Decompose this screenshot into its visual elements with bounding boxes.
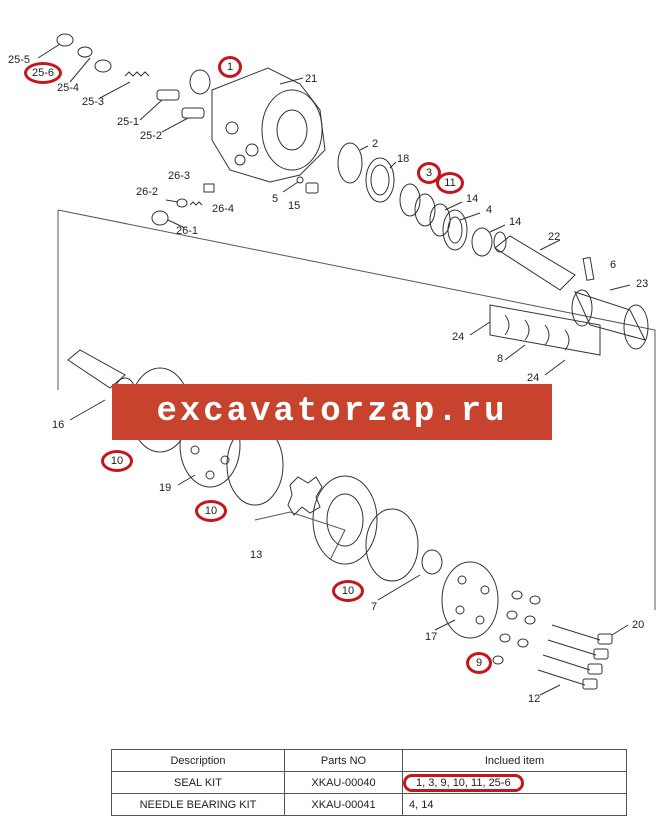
part-label-26-1: 26-1 bbox=[176, 225, 199, 237]
part-label-7: 7 bbox=[371, 601, 378, 613]
table-header-row: Description Parts NO Inclued item bbox=[111, 749, 627, 772]
cell-description: NEEDLE BEARING KIT bbox=[111, 793, 285, 816]
part-label-6: 6 bbox=[610, 259, 617, 271]
header-included-item: Inclued item bbox=[402, 749, 627, 772]
cell-included-items: 4, 14 bbox=[402, 793, 627, 816]
gerotor-13 bbox=[254, 475, 378, 565]
part-label-19: 19 bbox=[159, 482, 172, 494]
part-label-18: 18 bbox=[397, 153, 410, 165]
plates-24-8 bbox=[469, 304, 601, 376]
part-label-5: 5 bbox=[272, 193, 279, 205]
highlight-callout-10-middle: 10 bbox=[195, 500, 227, 522]
part-label-20: 20 bbox=[632, 619, 645, 631]
housing-21 bbox=[189, 67, 326, 183]
washer-7 bbox=[377, 549, 443, 601]
washers-9 bbox=[492, 590, 541, 665]
part-label-23: 23 bbox=[636, 278, 649, 290]
part-label-25-3: 25-3 bbox=[82, 96, 105, 108]
part-label-26-4: 26-4 bbox=[212, 203, 235, 215]
bolts-12-20 bbox=[537, 624, 629, 696]
watermark-banner: excavatorzap.ru bbox=[112, 384, 552, 440]
header-parts-no: Parts NO bbox=[284, 749, 403, 772]
seal-rings-2-18 bbox=[337, 142, 397, 203]
part-label-25-2: 25-2 bbox=[140, 130, 163, 142]
part-label-26-3: 26-3 bbox=[168, 170, 191, 182]
exploded-parts-diagram bbox=[37, 33, 656, 696]
part-26-group bbox=[151, 183, 215, 229]
part-label-8: 8 bbox=[497, 353, 504, 365]
part-label-22: 22 bbox=[548, 231, 561, 243]
highlight-callout-9: 9 bbox=[466, 652, 492, 674]
part-label-25-4: 25-4 bbox=[57, 82, 80, 94]
bearing-stack bbox=[399, 183, 506, 257]
table-row: SEAL KIT XKAU-00040 1, 3, 9, 10, 11, 25-… bbox=[111, 771, 627, 794]
cell-parts-no: XKAU-00040 bbox=[284, 771, 403, 794]
end-cap-17 bbox=[434, 561, 499, 639]
part-label-17: 17 bbox=[425, 631, 438, 643]
part-label-25-5: 25-5 bbox=[8, 54, 31, 66]
cell-description: SEAL KIT bbox=[111, 771, 285, 794]
highlight-included-items: 1, 3, 9, 10, 11, 25-6 bbox=[403, 773, 524, 792]
part-label-21: 21 bbox=[305, 73, 318, 85]
part-label-15: 15 bbox=[288, 200, 301, 212]
seal-kit-table: Description Parts NO Inclued item SEAL K… bbox=[111, 749, 627, 816]
part-label-4: 4 bbox=[486, 204, 493, 216]
sleeve-23 bbox=[571, 284, 649, 350]
cell-parts-no: XKAU-00041 bbox=[284, 793, 403, 816]
shaft-22 bbox=[493, 231, 595, 291]
part-5-15 bbox=[282, 176, 319, 194]
part-25-group bbox=[37, 33, 205, 133]
highlight-callout-10-upper: 10 bbox=[101, 450, 133, 472]
part-label-14-upper: 14 bbox=[466, 193, 479, 205]
part-label-24-lower: 24 bbox=[527, 372, 540, 384]
highlight-callout-1: 1 bbox=[218, 56, 242, 78]
highlight-callout-11: 11 bbox=[436, 172, 464, 194]
highlight-callout-3: 3 bbox=[417, 162, 441, 184]
table-row: NEEDLE BEARING KIT XKAU-00041 4, 14 bbox=[111, 793, 627, 816]
part-label-2: 2 bbox=[372, 138, 379, 150]
header-description: Description bbox=[111, 749, 285, 772]
part-label-26-2: 26-2 bbox=[136, 186, 159, 198]
highlight-callout-10-lower: 10 bbox=[332, 580, 364, 602]
part-label-25-1: 25-1 bbox=[117, 116, 140, 128]
seal-ring-10-lower bbox=[365, 508, 419, 582]
part-label-12: 12 bbox=[528, 693, 541, 705]
part-label-24-upper: 24 bbox=[452, 331, 465, 343]
part-label-13: 13 bbox=[250, 549, 263, 561]
highlight-callout-25-6: 25-6 bbox=[24, 62, 62, 84]
cell-included-items: 1, 3, 9, 10, 11, 25-6 bbox=[402, 771, 627, 794]
assembly-frame-line bbox=[57, 209, 656, 610]
part-label-16: 16 bbox=[52, 419, 65, 431]
part-label-14-lower: 14 bbox=[509, 216, 522, 228]
